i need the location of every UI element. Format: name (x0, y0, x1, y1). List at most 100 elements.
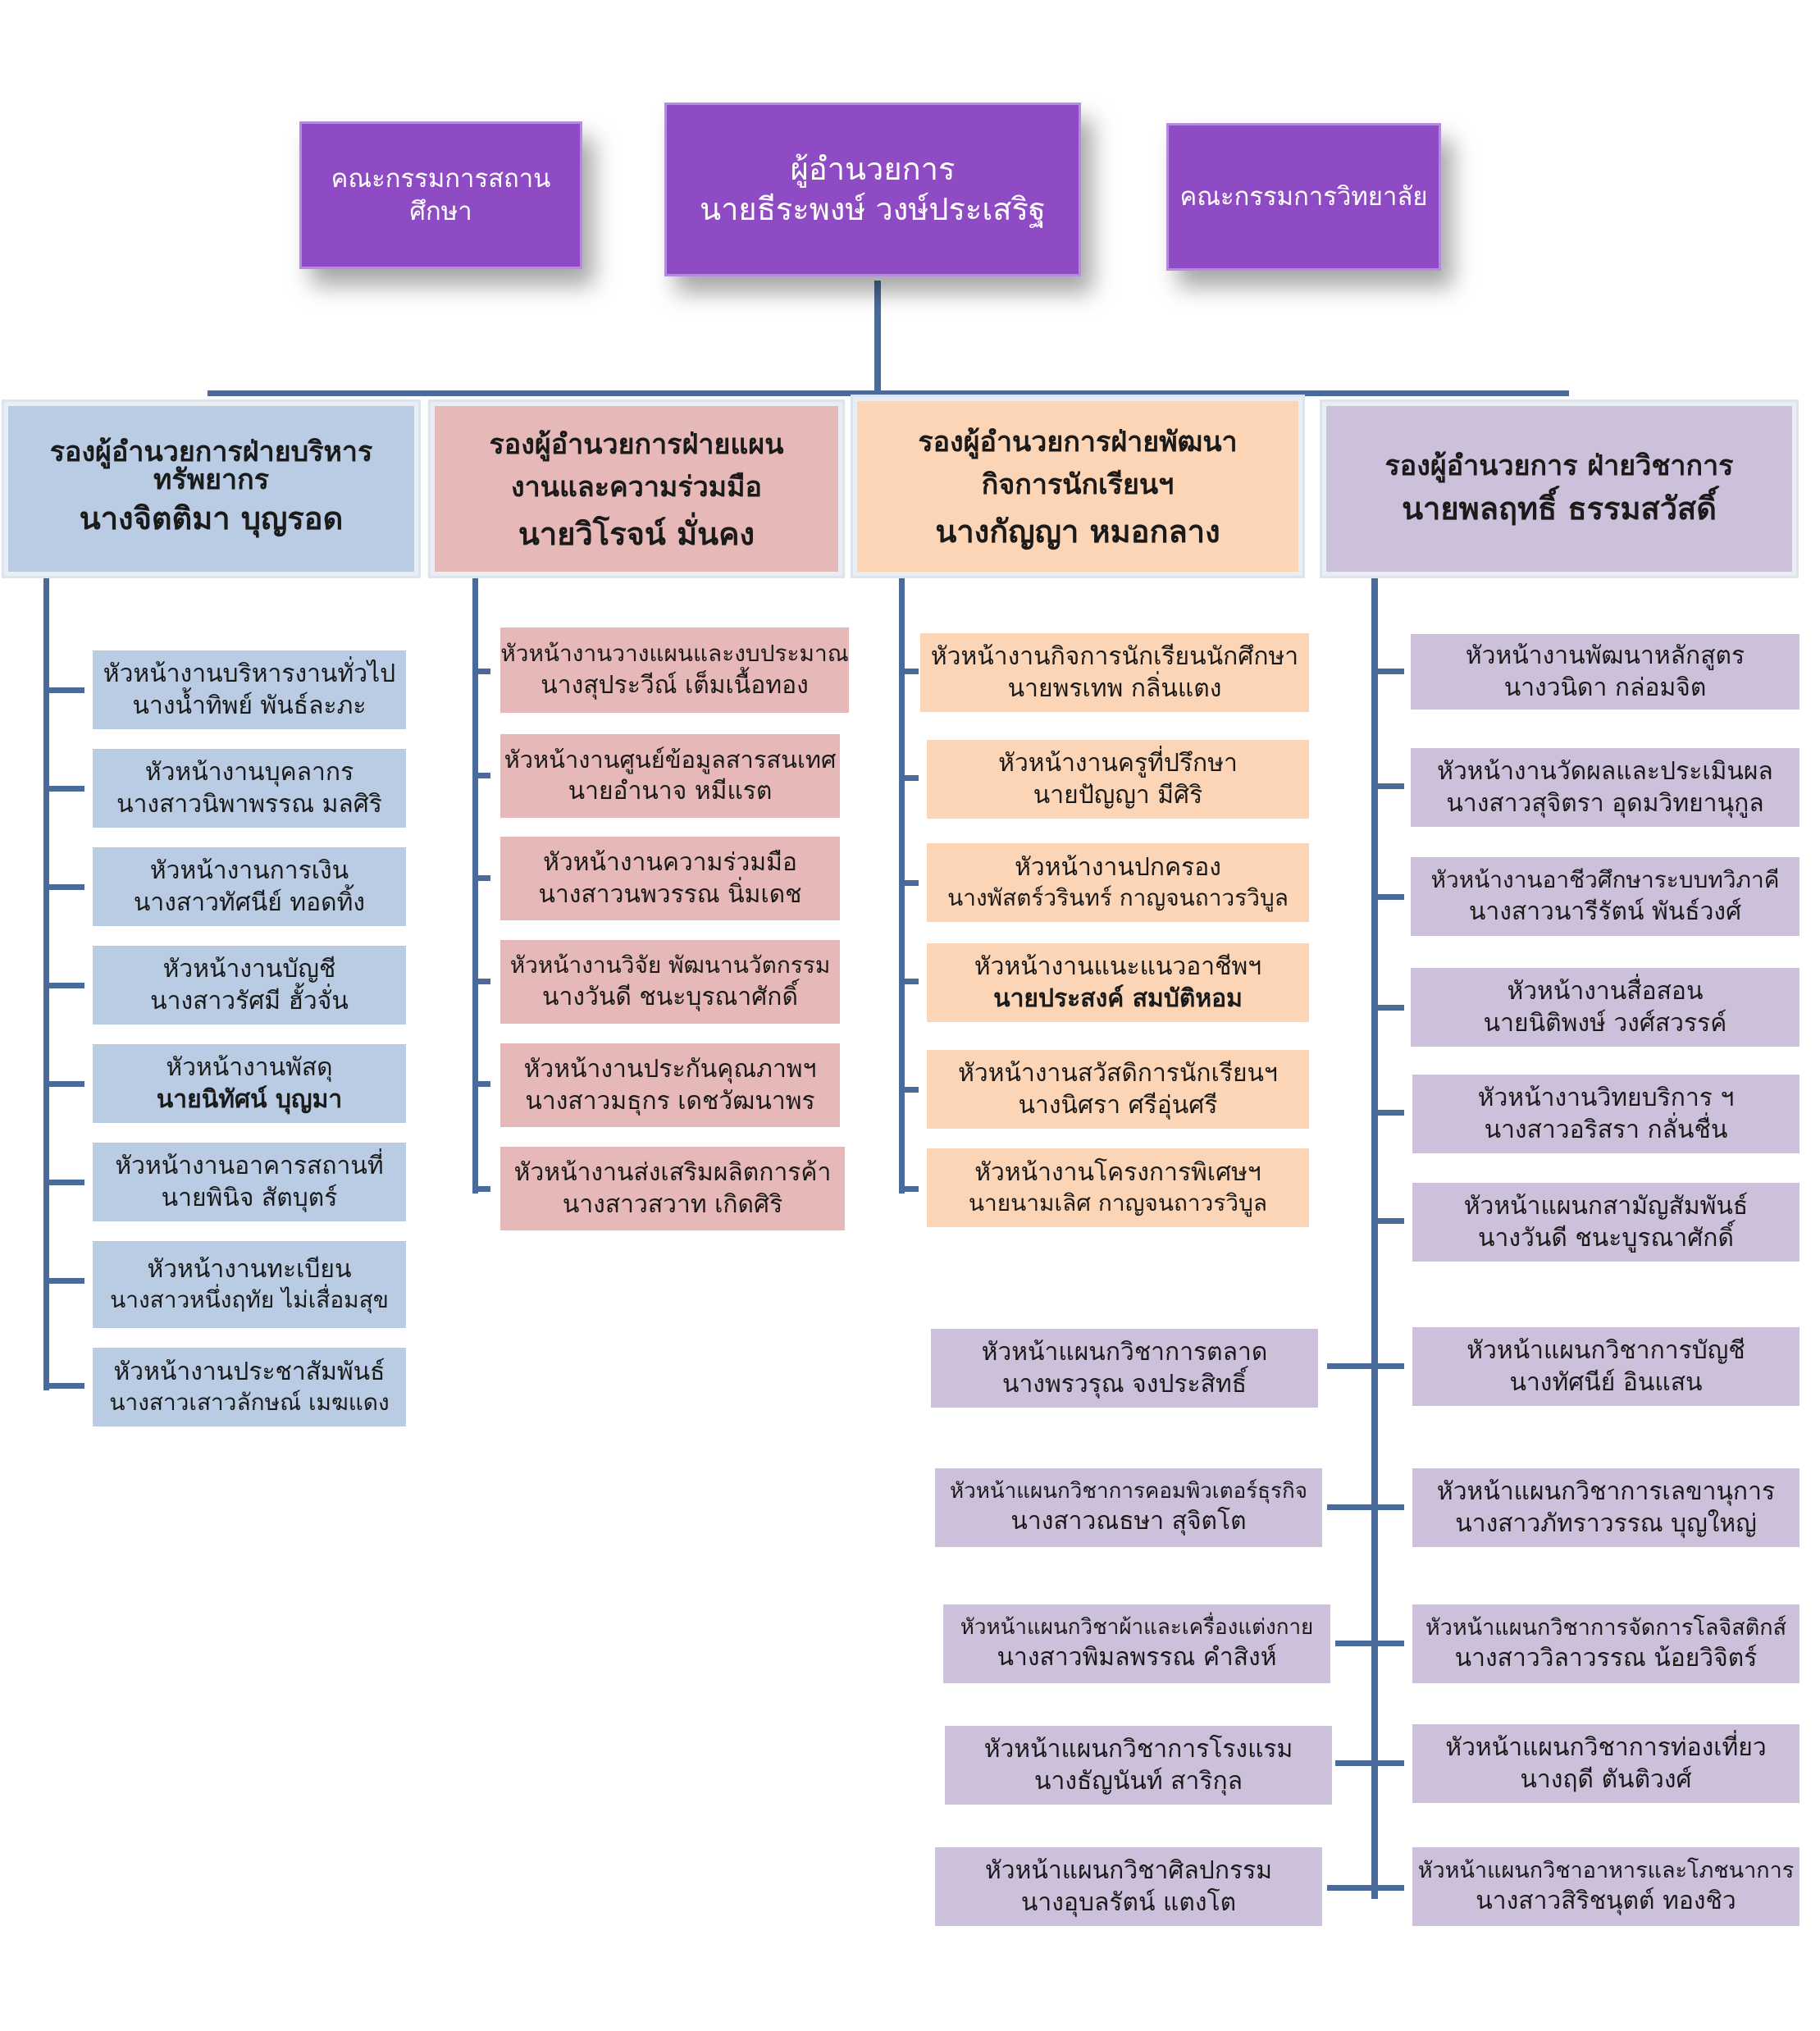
col3-item: หัวหน้างานกิจการนักเรียนนักศึกษา นายพรเท… (920, 633, 1309, 712)
col2-tick (472, 773, 490, 778)
college-committee-label: คณะกรรมการวิทยาลัย (1179, 181, 1428, 212)
col3-tick (899, 979, 919, 984)
school-committee-box: คณะกรรมการสถานศึกษา (299, 121, 582, 269)
col4-tick (1335, 1641, 1404, 1646)
col1-item: หัวหน้างานอาคารสถานที่ นายพินิจ สัตบุตร์ (93, 1143, 406, 1221)
item-name: นางสุประวีณ์ เต็มเนื้อทอง (541, 670, 809, 700)
director-stem-line (874, 281, 881, 394)
item-name: นางพัสตร์วรินทร์ กาญจนถาวรวิบูล (947, 884, 1289, 912)
item-name: นางนิศรา ศรีอุ่นศรี (1018, 1091, 1218, 1120)
dept-head-name: นายวิโรจน์ มั่นคง (518, 515, 755, 552)
item-title: หัวหน้างานความร่วมมือ (543, 848, 797, 877)
item-name: นายนิทัศน์ บุญมา (156, 1085, 343, 1114)
col1-tick (43, 983, 84, 988)
col4-left-item: หัวหน้าแผนกวิชาการคอมพิวเตอร์ธุรกิจ นางส… (935, 1468, 1322, 1547)
col3-item: หัวหน้างานสวัสดิการนักเรียนฯ นางนิศรา ศร… (927, 1050, 1309, 1129)
item-name: นางสาวมธุกร เดชวัฒนาพร (525, 1087, 815, 1116)
col2-tick (472, 979, 490, 984)
item-name: นางสาวสิริชนุตต์ ทองชิว (1476, 1887, 1736, 1916)
item-title: หัวหน้างานพัสดุ (166, 1053, 333, 1082)
item-name: นางสาวรัศมี ฮั้วจั่น (150, 987, 349, 1016)
col4-tick (1327, 1504, 1404, 1510)
item-name: นางสาวทัศนีย์ ทอดทิ้ง (133, 888, 366, 917)
item-title: หัวหน้าแผนกวิชาศิลปกรรม (984, 1856, 1273, 1885)
col1-item: หัวหน้างานทะเบียน นางสาวหนึ่งฤทัย ไม่เสื… (93, 1241, 406, 1328)
item-name: นางสาววิลาวรรณ น้อยวิจิตร์ (1454, 1644, 1758, 1673)
item-name: นายประสงค์ สมบัติหอม (993, 984, 1243, 1013)
item-title: หัวหน้าแผนกวิชาผ้าและเครื่องแต่งกาย (960, 1614, 1314, 1640)
item-title: หัวหน้างานประกันคุณภาพฯ (523, 1055, 817, 1084)
item-title: หัวหน้างานกิจการนักเรียนนักศึกษา (930, 642, 1299, 671)
item-title: หัวหน้างานวางแผนและงบประมาณ (500, 640, 849, 668)
item-name: นายพรเทพ กลิ่นแตง (1007, 674, 1222, 703)
item-name: นางสาวเสาวลักษณ์ เมฆแดง (109, 1389, 390, 1417)
col2-item: หัวหน้างานวิจัย พัฒนานวัตกรรม นางวันดี ช… (500, 940, 840, 1024)
item-title: หัวหน้างานศูนย์ข้อมูลสารสนเทศ (504, 745, 837, 774)
school-committee-label: คณะกรรมการสถานศึกษา (331, 163, 551, 226)
dept-title: รองผู้อำนวยการฝ่ายบริหารทรัพยากร (49, 436, 373, 497)
col3-tick (899, 1186, 919, 1192)
item-title: หัวหน้างานวัดผลและประเมินผล (1437, 757, 1773, 786)
col4-tick (1371, 1218, 1404, 1224)
item-name: นางวนิดา กล่อมจิต (1503, 673, 1707, 702)
director-box: ผู้อำนวยการ นายธีระพงษ์ วงษ์ประเสริฐ (664, 103, 1081, 276)
col4-item: หัวหน้าแผนกวิชาการจัดการโลจิสติกส์ นางสา… (1412, 1604, 1799, 1683)
item-title: หัวหน้างานบัญชี (162, 955, 336, 984)
item-title: หัวหน้าแผนกวิชาการตลาด (981, 1338, 1268, 1367)
col1-tick (43, 884, 84, 890)
item-title: หัวหน้างานทะเบียน (147, 1255, 352, 1285)
col4-left-item: หัวหน้าแผนกวิชาการโรงแรม นางธัญนันท์ สาร… (945, 1726, 1332, 1805)
dept-planning-box: รองผู้อำนวยการฝ่ายแผนงานและความร่วมมือ น… (431, 402, 842, 576)
col4-item: หัวหน้าแผนกวิชาการบัญชี นางทัศนีย์ อินแส… (1412, 1327, 1799, 1406)
col2-tick (472, 669, 490, 674)
col4-item: หัวหน้าแผนกวิชาการเลขานุการ นางสาวภัทราว… (1412, 1468, 1799, 1547)
col1-tick (43, 1180, 84, 1185)
item-title: หัวหน้างานอาคารสถานที่ (115, 1152, 384, 1180)
col4-item: หัวหน้างานสื่อสอน นายนิติพงษ์ วงศ์สวรรค์ (1411, 968, 1799, 1047)
dept-title: รองผู้อำนวยการฝ่ายพัฒนากิจการนักเรียนฯ (918, 425, 1238, 502)
item-name: นางสาวภัทราวรรณ บุญใหญ่ (1455, 1509, 1757, 1538)
col3-tick (899, 669, 919, 674)
item-title: หัวหน้าแผนกวิชาการเลขานุการ (1436, 1477, 1776, 1506)
director-title: ผู้อำนวยการ (790, 150, 956, 187)
college-committee-box: คณะกรรมการวิทยาลัย (1166, 123, 1441, 271)
item-title: หัวหน้าแผนกวิชาการคอมพิวเตอร์ธุรกิจ (950, 1478, 1307, 1504)
col4-item: หัวหน้าแผนกวิชาการท่องเที่ยว นางฤดี ตันต… (1412, 1724, 1799, 1803)
col4-left-item: หัวหน้าแผนกวิชาผ้าและเครื่องแต่งกาย นางส… (943, 1604, 1330, 1683)
item-title: หัวหน้างานสื่อสอน (1507, 977, 1704, 1006)
col2-item: หัวหน้างานส่งเสริมผลิตการค้า นางสาวสวาท … (500, 1147, 845, 1230)
col4-item: หัวหน้าแผนกสามัญสัมพันธ์ นางวันดี ชนะบูร… (1412, 1183, 1799, 1262)
item-name: นายอำนาจ หมีแรต (568, 777, 773, 806)
col4-item: หัวหน้างานวัดผลและประเมินผล นางสาวสุจิตร… (1411, 748, 1799, 827)
item-title: หัวหน้างานอาชีวศึกษาระบบทวิภาคี (1430, 866, 1780, 894)
item-title: หัวหน้างานวิทยบริการ ฯ (1477, 1084, 1735, 1112)
item-name: นางสาวนพวรรณ นิ่มเดช (538, 880, 802, 909)
item-title: หัวหน้าแผนกวิชาการบัญชี (1466, 1336, 1745, 1365)
item-title: หัวหน้าแผนกวิชาการโรงแรม (983, 1735, 1293, 1764)
col2-tick (472, 1081, 490, 1087)
item-title: หัวหน้าแผนกสามัญสัมพันธ์ (1463, 1192, 1749, 1221)
col4-tick (1371, 1005, 1404, 1011)
dept-title: รองผู้อำนวยการ ฝ่ายวิชาการ (1384, 450, 1734, 483)
col1-tick (43, 1081, 84, 1087)
item-name: นางวันดี ชนะบูรณาศักดิ์ (1478, 1224, 1734, 1253)
item-name: นางสาวหนึ่งฤทัย ไม่เสื่อมสุข (110, 1286, 389, 1314)
dept-academic-box: รองผู้อำนวยการ ฝ่ายวิชาการ นายพลฤทธิ์ ธร… (1322, 402, 1796, 576)
item-title: หัวหน้างานสวัสดิการนักเรียนฯ (958, 1059, 1278, 1088)
item-title: หัวหน้างานส่งเสริมผลิตการค้า (513, 1158, 832, 1187)
col1-tick (43, 687, 84, 693)
item-name: นายนามเลิศ กาญจนถาวรวิบูล (968, 1189, 1268, 1217)
col3-tick (899, 880, 919, 886)
dept-head-name: นางจิตติมา บุญรอด (79, 500, 344, 537)
col3-item: หัวหน้างานโครงการพิเศษฯ นายนามเลิศ กาญจน… (927, 1148, 1309, 1227)
dept-head-name: นายพลฤทธิ์ ธรรมสวัสดิ์ (1402, 491, 1717, 527)
item-title: หัวหน้างานแนะแนวอาชีพฯ (974, 952, 1262, 981)
item-title: หัวหน้าแผนกวิชาอาหารและโภชนาการ (1417, 1857, 1795, 1883)
item-name: นางสาวพิมลพรรณ คำสิงห์ (997, 1643, 1277, 1673)
item-name: นางวันดี ชนะบุรณาศักดิ์ (542, 982, 798, 1011)
item-name: นางสาวนารีรัตน์ พันธ์วงศ์ (1468, 897, 1742, 926)
col3-spine-line (899, 578, 905, 1193)
item-name: นางน้ำทิพย์ พันธ์ละภะ (132, 691, 367, 720)
col2-item: หัวหน้างานประกันคุณภาพฯ นางสาวมธุกร เดชว… (500, 1043, 840, 1127)
dept-student-affairs-box: รองผู้อำนวยการฝ่ายพัฒนากิจการนักเรียนฯ น… (853, 397, 1302, 576)
